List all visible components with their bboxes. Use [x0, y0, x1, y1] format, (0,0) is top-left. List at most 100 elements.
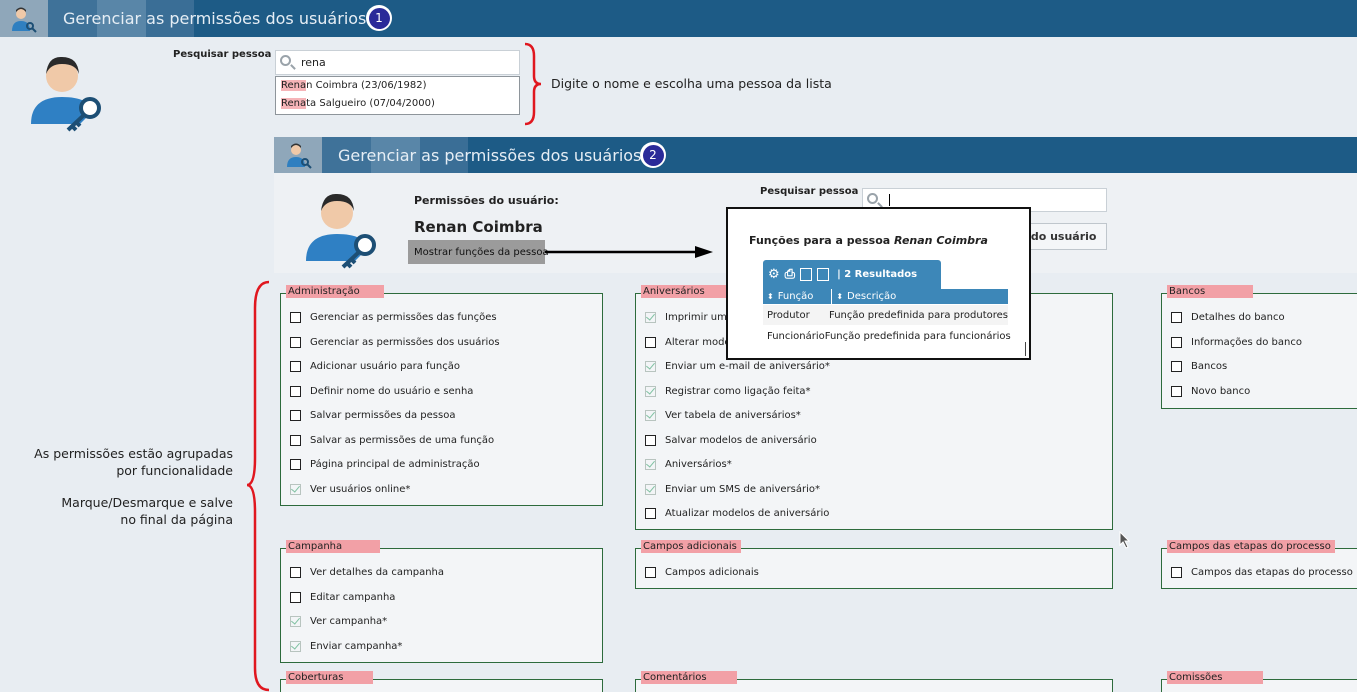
user-key-avatar-1 — [28, 52, 104, 137]
checkbox[interactable] — [290, 386, 301, 397]
checkbox-checked[interactable] — [645, 484, 656, 495]
search-result-item[interactable]: Renan Coimbra (23/06/1982) — [281, 80, 427, 91]
user-permissions-label: Permissões do usuário: — [414, 194, 559, 207]
checkbox[interactable] — [290, 567, 301, 578]
checkbox[interactable] — [1171, 386, 1182, 397]
group-comissoes: Comissões — [1161, 671, 1357, 692]
permission-item[interactable]: Gerenciar as permissões das funções — [290, 312, 497, 323]
permission-item[interactable]: Definir nome do usuário e senha — [290, 386, 473, 397]
export-csv-icon[interactable] — [817, 268, 830, 281]
checkbox[interactable] — [1171, 312, 1182, 323]
search-input-1[interactable]: rena — [275, 50, 520, 75]
page-title-2: Gerenciar as permissões dos usuários — [338, 146, 642, 165]
checkbox-checked[interactable] — [645, 361, 656, 372]
settings-icon[interactable]: ⚙ — [768, 267, 780, 282]
permission-item[interactable]: Editar campanha — [290, 592, 395, 603]
checkbox[interactable] — [290, 435, 301, 446]
checkbox-checked[interactable] — [290, 616, 301, 627]
group-title: Campos das etapas do processo — [1167, 540, 1335, 553]
checkbox[interactable] — [1171, 337, 1182, 348]
step-badge-2: 2 — [640, 142, 666, 168]
permission-item[interactable]: Aniversários* — [645, 459, 732, 470]
checkbox-checked[interactable] — [645, 386, 656, 397]
permission-item[interactable]: Campos adicionais — [645, 567, 759, 578]
step-badge-1: 1 — [366, 5, 392, 31]
permission-item[interactable]: Gerenciar as permissões dos usuários — [290, 337, 500, 348]
permission-item[interactable]: Enviar um SMS de aniversário* — [645, 484, 820, 495]
header-bar-1: Gerenciar as permissões dos usuários 1 — [0, 0, 1357, 37]
annotation-groups-line2: por funcionalidade — [116, 463, 233, 478]
group-title: Administração — [286, 285, 384, 298]
search-icon — [280, 55, 291, 66]
checkbox-checked[interactable] — [645, 459, 656, 470]
search-label-2: Pesquisar pessoa — [760, 186, 859, 197]
permission-item[interactable]: Página principal de administração — [290, 459, 480, 470]
permission-item[interactable]: Enviar campanha* — [290, 641, 402, 652]
permission-item[interactable]: Enviar um e-mail de aniversário* — [645, 361, 830, 372]
search-results-list-1: Renan Coimbra (23/06/1982) Renata Salgue… — [275, 76, 520, 115]
permission-item[interactable]: Informações do banco — [1171, 337, 1302, 348]
group-title: Bancos — [1167, 285, 1254, 298]
checkbox[interactable] — [645, 337, 656, 348]
checkbox[interactable] — [290, 459, 301, 470]
checkbox[interactable] — [645, 435, 656, 446]
permission-item[interactable]: Ver usuários online* — [290, 484, 410, 495]
permission-item[interactable]: Novo banco — [1171, 386, 1250, 397]
permission-item[interactable]: Salvar permissões da pessoa — [290, 410, 455, 421]
search-result-item[interactable]: Renata Salgueiro (07/04/2000) — [281, 98, 435, 109]
checkbox[interactable] — [290, 410, 301, 421]
column-header-funcao[interactable]: Função — [777, 291, 814, 302]
permission-item[interactable]: Detalhes do banco — [1171, 312, 1285, 323]
permission-item[interactable]: Salvar modelos de aniversário — [645, 435, 817, 446]
permission-item[interactable]: Campos das etapas do processo — [1171, 567, 1353, 578]
checkbox[interactable] — [290, 592, 301, 603]
permission-item[interactable]: Adicionar usuário para função — [290, 361, 460, 372]
checkbox[interactable] — [1171, 361, 1182, 372]
group-title: Comissões — [1167, 671, 1263, 684]
group-title: Comentários — [641, 671, 737, 684]
checkbox-checked[interactable] — [290, 484, 301, 495]
popup-title: Funções para a pessoa Renan Coimbra — [749, 234, 988, 247]
permission-item[interactable]: Atualizar modelos de aniversário — [645, 508, 829, 519]
sort-icon[interactable]: ⬍ — [836, 292, 844, 301]
show-roles-button[interactable]: Mostrar funções da pessoa — [408, 240, 549, 264]
sort-icon[interactable]: ⬍ — [767, 292, 774, 301]
export-excel-icon[interactable] — [800, 268, 813, 281]
permission-item[interactable]: Ver tabela de aniversários* — [645, 410, 801, 421]
group-title: Aniversários — [641, 285, 729, 298]
permission-item[interactable]: Salvar as permissões de uma função — [290, 435, 494, 446]
permission-item[interactable]: Ver detalhes da campanha — [290, 567, 444, 578]
table-header: ⬍ Função ⬍ Descrição — [763, 289, 1008, 304]
permission-item[interactable]: Imprimir uma — [645, 312, 733, 323]
annotation-search-hint: Digite o nome e escolha uma pessoa da li… — [551, 76, 832, 91]
table-row[interactable]: Funcionário Função predefinida para func… — [767, 330, 1011, 342]
checkbox-checked[interactable] — [290, 641, 301, 652]
permission-item[interactable]: Bancos — [1171, 361, 1227, 372]
checkbox[interactable] — [290, 312, 301, 323]
checkbox[interactable] — [645, 508, 656, 519]
group-campos-adicionais: Campos adicionais Campos adicionais — [635, 540, 1113, 589]
mouse-cursor-icon — [1119, 531, 1131, 549]
column-header-descricao[interactable]: Descrição — [847, 291, 897, 302]
table-row[interactable]: Produtor Função predefinida para produto… — [763, 305, 1008, 325]
checkbox[interactable] — [1171, 567, 1182, 578]
arrow-right-icon — [545, 246, 713, 258]
annotation-save-line1: Marque/Desmarque e salve — [61, 495, 233, 510]
page-title-1: Gerenciar as permissões dos usuários — [63, 9, 367, 28]
permission-item[interactable]: Alterar mode — [645, 337, 731, 348]
results-count: | 2 Resultados — [837, 269, 918, 280]
annotation-brace-1 — [524, 42, 542, 126]
print-icon[interactable]: ⎙ — [784, 267, 796, 282]
checkbox-checked[interactable] — [645, 312, 656, 323]
annotation-brace-2 — [246, 280, 270, 692]
group-title: Campos adicionais — [641, 540, 741, 553]
group-coberturas: Coberturas — [280, 671, 603, 692]
checkbox[interactable] — [645, 567, 656, 578]
checkbox-checked[interactable] — [645, 410, 656, 421]
checkbox[interactable] — [290, 361, 301, 372]
permission-item[interactable]: Registrar como ligação feita* — [645, 386, 811, 397]
resize-handle-icon[interactable] — [1025, 342, 1031, 356]
checkbox[interactable] — [290, 337, 301, 348]
permission-item[interactable]: Ver campanha* — [290, 616, 387, 627]
search-icon — [867, 193, 878, 204]
